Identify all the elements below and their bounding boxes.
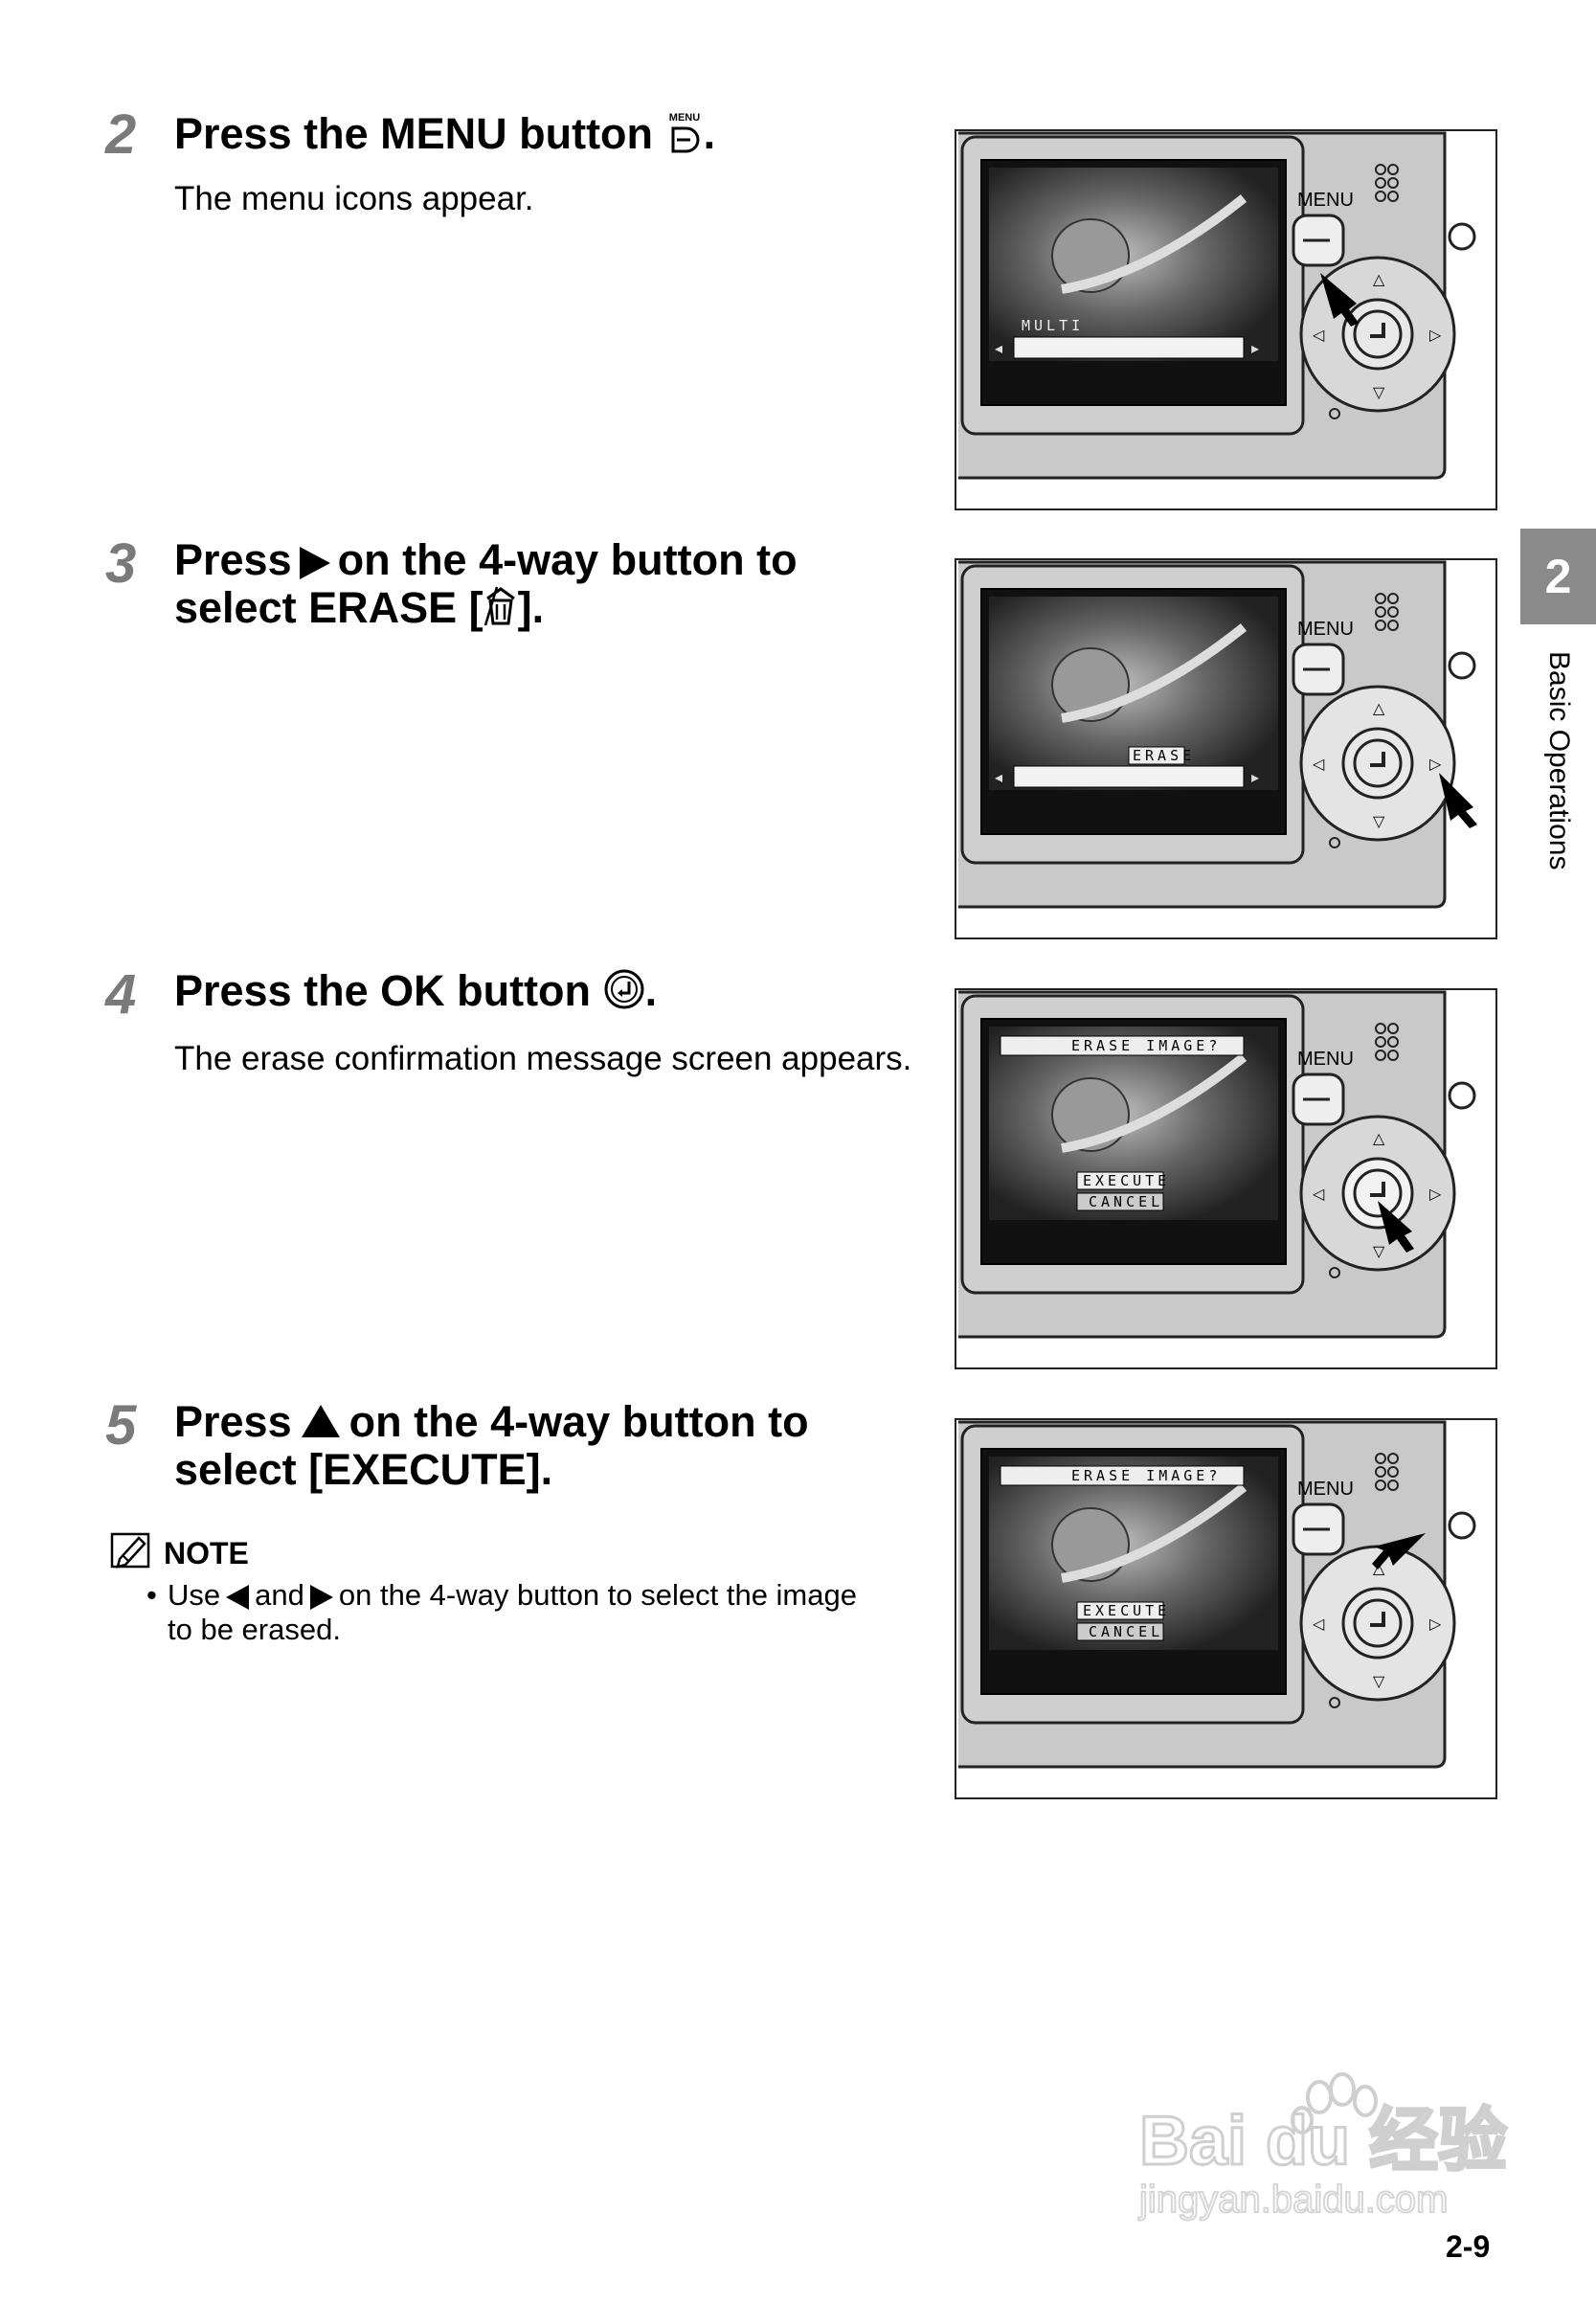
camera-illustration-menu: MULTI ▸ ◂ △ ▽ ◁ ▷ MENU bbox=[955, 129, 1497, 510]
svg-text:MENU: MENU bbox=[668, 112, 699, 124]
svg-text:▷: ▷ bbox=[1429, 757, 1442, 773]
note-heading: NOTE bbox=[110, 1530, 953, 1576]
svg-text:◁: ◁ bbox=[1313, 1186, 1325, 1203]
svg-text:ERASE IMAGE?: ERASE IMAGE? bbox=[1071, 1037, 1221, 1054]
svg-text:▽: ▽ bbox=[1373, 385, 1385, 401]
menu-button-icon: MENU bbox=[665, 107, 704, 167]
svg-text:ERASE IMAGE?: ERASE IMAGE? bbox=[1071, 1467, 1221, 1484]
chapter-label: Basic Operations bbox=[1543, 651, 1575, 870]
step-number: 4 bbox=[105, 963, 137, 1026]
step-number: 3 bbox=[105, 532, 137, 595]
svg-text:MULTI: MULTI bbox=[1022, 317, 1084, 334]
svg-text:▷: ▷ bbox=[1429, 1616, 1442, 1633]
step-description: The menu icons appear. bbox=[174, 180, 534, 217]
step-number: 5 bbox=[105, 1394, 137, 1457]
svg-text:ERASE: ERASE bbox=[1133, 747, 1195, 764]
svg-text:EXECUTE: EXECUTE bbox=[1083, 1172, 1170, 1189]
svg-text:△: △ bbox=[1373, 272, 1385, 288]
svg-text:Bai du 经验: Bai du 经验 bbox=[1139, 2103, 1507, 2180]
svg-text:CANCEL: CANCEL bbox=[1089, 1623, 1163, 1640]
svg-text:△: △ bbox=[1373, 1131, 1385, 1147]
right-arrow-icon bbox=[309, 1584, 333, 1610]
svg-text:◁: ◁ bbox=[1313, 757, 1325, 773]
step-title: Press the OK button . bbox=[174, 967, 959, 1020]
svg-text:▽: ▽ bbox=[1373, 1674, 1385, 1690]
svg-text:▷: ▷ bbox=[1429, 1186, 1442, 1203]
svg-text:MENU: MENU bbox=[1297, 619, 1354, 640]
ok-button-icon bbox=[603, 968, 645, 1020]
up-arrow-icon bbox=[301, 1405, 340, 1438]
svg-text:▽: ▽ bbox=[1373, 1244, 1385, 1260]
svg-text:CANCEL: CANCEL bbox=[1089, 1193, 1163, 1210]
step-4: 4 Press the OK button . The erase confir… bbox=[105, 967, 948, 1111]
step-description: The erase confirmation message screen ap… bbox=[174, 1040, 912, 1077]
camera-illustration-execute: ERASE IMAGE? EXECUTE CANCEL △▽ ◁▷ MENU bbox=[955, 1418, 1497, 1799]
svg-text:▷: ▷ bbox=[1429, 328, 1442, 344]
svg-text:▽: ▽ bbox=[1373, 814, 1385, 830]
svg-text:jingyan.baidu.com: jingyan.baidu.com bbox=[1138, 2179, 1448, 2221]
left-arrow-icon bbox=[226, 1584, 250, 1610]
step-title: Press the MENU button MENU . bbox=[174, 107, 959, 167]
svg-text:EXECUTE: EXECUTE bbox=[1083, 1602, 1170, 1619]
chapter-tab: 2 bbox=[1520, 529, 1596, 624]
page-number: 2-9 bbox=[1446, 2229, 1491, 2264]
svg-text:◂: ◂ bbox=[995, 770, 1002, 786]
svg-text:◂: ◂ bbox=[995, 341, 1002, 357]
baidu-paw-icon: Bai du 经验 jingyan.baidu.com bbox=[1137, 2072, 1509, 2222]
svg-text:▸: ▸ bbox=[1251, 770, 1259, 786]
erase-trash-icon bbox=[483, 585, 518, 637]
svg-text:MENU: MENU bbox=[1297, 1049, 1354, 1070]
svg-text:MENU: MENU bbox=[1297, 1479, 1354, 1500]
baidu-watermark-logo: Bai du 经验 jingyan.baidu.com bbox=[1130, 2059, 1513, 2222]
camera-illustration-ok: ERASE IMAGE? EXECUTE CANCEL △ ▽ ◁ ▷ MENU bbox=[955, 988, 1497, 1369]
svg-text:MENU: MENU bbox=[1297, 190, 1354, 211]
camera-illustration-erase: ERASE ▸ ◂ △ ▽ ◁ ▷ MENU bbox=[955, 558, 1497, 939]
svg-text:△: △ bbox=[1373, 701, 1385, 717]
step-2: 2 Press the MENU button MENU . The menu … bbox=[105, 107, 948, 299]
step-number: 2 bbox=[105, 103, 137, 166]
svg-text:◁: ◁ bbox=[1313, 1616, 1325, 1633]
right-arrow-icon bbox=[299, 547, 330, 580]
note-pencil-icon bbox=[110, 1530, 154, 1576]
svg-text:◁: ◁ bbox=[1313, 328, 1325, 344]
svg-text:▸: ▸ bbox=[1251, 341, 1259, 357]
